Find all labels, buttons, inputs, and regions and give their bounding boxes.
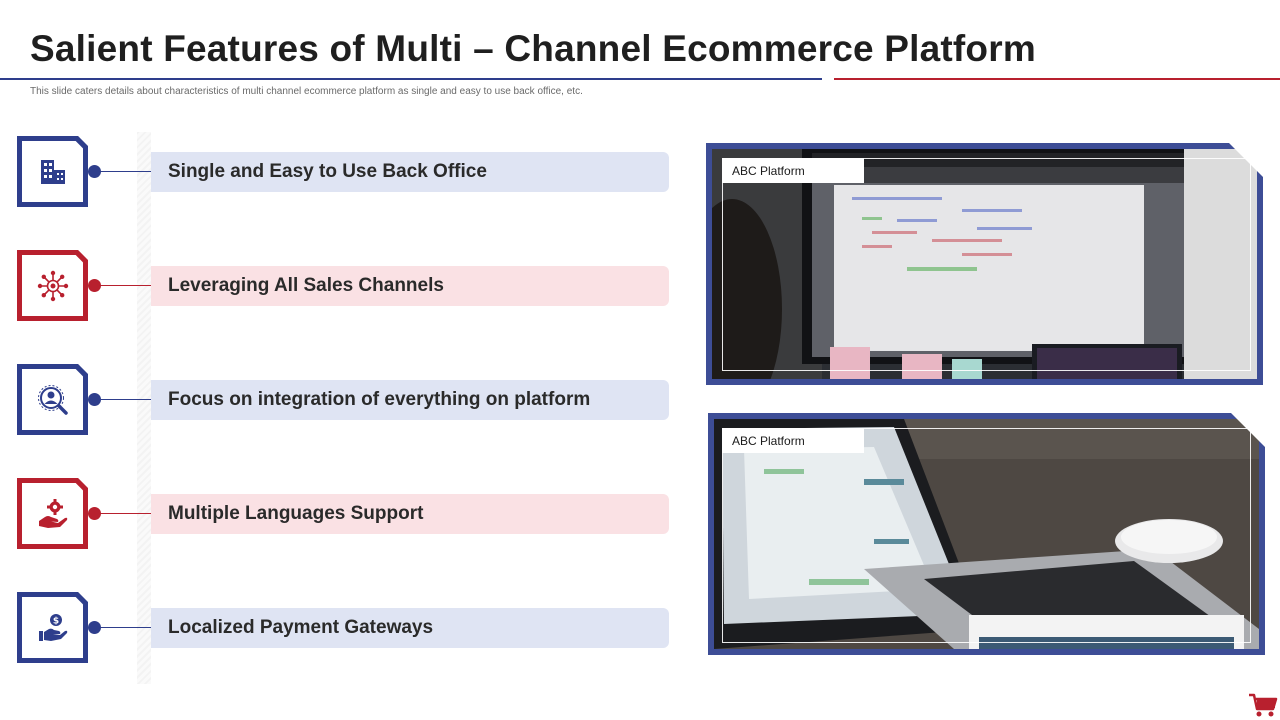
svg-text:$: $ [52, 616, 58, 626]
connector-dot [88, 621, 101, 634]
connector-dot [88, 279, 101, 292]
photo-frame: ABC Platform [708, 412, 1266, 655]
decorative-strip [137, 132, 151, 684]
feature-row: Focus on integration of everything on pl… [0, 364, 680, 436]
feature-row: $ Localized Payment Gateways [0, 592, 680, 664]
icon-frame [17, 250, 88, 321]
feature-label: Leveraging All Sales Channels [151, 266, 669, 306]
network-hub-icon [37, 270, 68, 301]
slide-title: Salient Features of Multi – Channel Ecom… [30, 28, 1036, 69]
connector-dot [88, 507, 101, 520]
feature-label: Single and Easy to Use Back Office [151, 152, 669, 192]
feature-row: Multiple Languages Support [0, 478, 680, 550]
slide-subtitle: This slide caters details about characte… [30, 86, 583, 97]
feature-row: Leveraging All Sales Channels [0, 250, 680, 322]
shopping-cart-icon [1249, 693, 1278, 717]
icon-frame [17, 364, 88, 435]
monitor-photo [712, 149, 1257, 379]
money-hand-icon: $ [38, 613, 67, 641]
connector-dot [88, 393, 101, 406]
laptop-photo [714, 419, 1259, 649]
feature-label: Multiple Languages Support [151, 494, 669, 534]
connector-dot [88, 165, 101, 178]
photo-label: ABC Platform [722, 158, 864, 183]
icon-frame [17, 478, 88, 549]
photo-label: ABC Platform [722, 428, 864, 453]
office-building-icon [40, 159, 65, 184]
feature-label: Localized Payment Gateways [151, 608, 669, 648]
icon-frame: $ [17, 592, 88, 663]
feature-row: Single and Easy to Use Back Office [0, 136, 680, 208]
photo-frame: ABC Platform [706, 142, 1264, 385]
gear-hand-icon [38, 498, 67, 528]
feature-label: Focus on integration of everything on pl… [151, 380, 669, 420]
title-rule-blue [0, 78, 822, 80]
user-search-icon [37, 384, 68, 415]
title-rule-red [834, 78, 1280, 80]
icon-frame [17, 136, 88, 207]
